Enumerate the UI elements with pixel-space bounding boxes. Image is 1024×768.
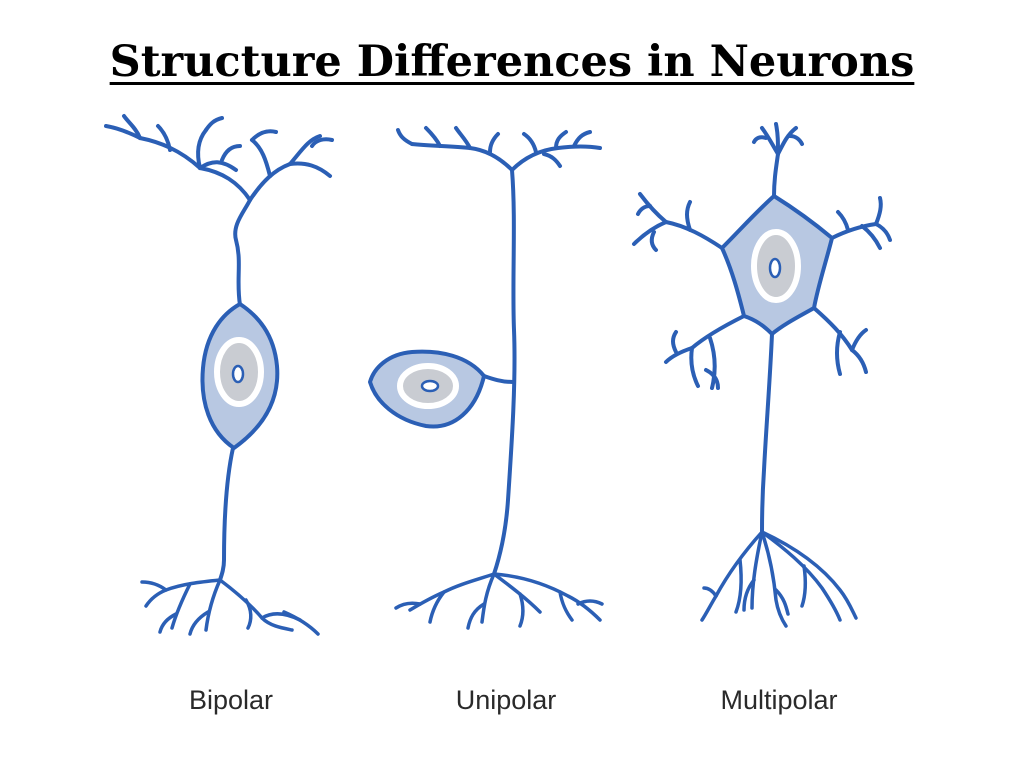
- bipolar-axon-terminals: [140, 578, 320, 636]
- bipolar-neuron: [104, 114, 334, 636]
- bipolar-axon: [218, 446, 235, 582]
- unipolar-dendrites: [396, 126, 602, 172]
- unipolar-neuron: [368, 126, 604, 630]
- bipolar-label: Bipolar: [188, 685, 274, 715]
- multipolar-nucleolus: [768, 257, 782, 279]
- multipolar-axon-terminals: [700, 530, 858, 628]
- unipolar-label: Unipolar: [455, 685, 557, 715]
- multipolar-label: Multipolar: [720, 685, 838, 715]
- bipolar-dendrites: [104, 114, 334, 307]
- multipolar-neuron: [632, 122, 892, 628]
- unipolar-process: [482, 374, 515, 384]
- unipolar-axon-terminals: [394, 572, 604, 630]
- multipolar-axon: [760, 332, 774, 534]
- slide-title: Structure Differences in Neurons: [109, 37, 915, 87]
- unipolar-axon: [492, 168, 517, 576]
- unipolar-nucleolus: [420, 379, 440, 393]
- multipolar-dendrites: [632, 122, 892, 390]
- bipolar-nucleolus: [231, 364, 245, 384]
